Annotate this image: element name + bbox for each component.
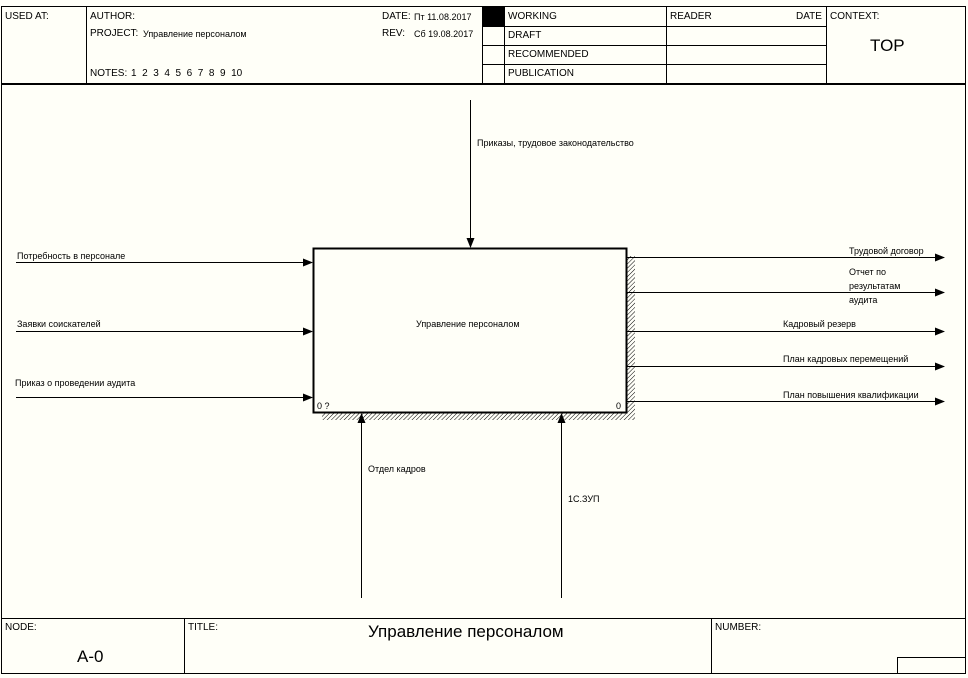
used-at-label: USED AT:	[5, 11, 49, 22]
status-working-marker	[483, 7, 504, 26]
input-label: Заявки соискателей	[17, 319, 101, 329]
reader-label: READER	[670, 11, 712, 22]
context-value: TOP	[870, 36, 905, 55]
header-divider	[826, 6, 827, 84]
footer-number-box	[897, 657, 965, 674]
date-value: Пт 11.08.2017	[414, 12, 472, 22]
footer-divider	[711, 618, 712, 674]
context-label: CONTEXT:	[830, 11, 880, 22]
rev-value: Сб 19.08.2017	[414, 29, 474, 39]
footer-frame	[1, 618, 966, 674]
input-label: Приказ о проведении аудита	[15, 378, 136, 388]
notes-values: 1 2 3 4 5 6 7 8 9 10	[131, 68, 243, 79]
activity-number: 0	[616, 401, 622, 411]
author-label: AUTHOR:	[90, 11, 135, 22]
footer-divider	[184, 618, 185, 674]
input-label: Потребность в персонале	[17, 251, 126, 261]
control-label: Приказы, трудовое законодательство	[477, 138, 634, 148]
header-divider	[86, 6, 87, 84]
header-frame	[1, 6, 966, 84]
activity-box[interactable]	[312, 247, 628, 414]
number-label: NUMBER:	[715, 622, 762, 633]
reader-date-label: DATE	[796, 11, 822, 22]
title-value: Управление персоналом	[368, 622, 564, 641]
status-working: WORKING	[508, 11, 557, 22]
activity-shadow-right	[627, 256, 635, 420]
output-label: Кадровый резерв	[783, 319, 856, 329]
activity-name: Управление персоналом	[416, 319, 520, 329]
status-recommended: RECOMMENDED	[508, 49, 589, 60]
date-label: DATE:	[382, 11, 411, 22]
status-draft: DRAFT	[508, 30, 542, 41]
rev-label: REV:	[382, 28, 405, 39]
mechanism-label: 1С.ЗУП	[568, 494, 600, 504]
output-label: Трудовой договор	[849, 246, 924, 256]
title-label: TITLE:	[188, 622, 219, 633]
node-value: A-0	[77, 647, 104, 666]
output-label: План повышения квалификации	[783, 390, 919, 400]
status-publication: PUBLICATION	[508, 68, 574, 79]
project-label: PROJECT:	[90, 28, 139, 39]
header-divider	[482, 45, 826, 46]
mechanism-label: Отдел кадров	[368, 464, 426, 474]
notes-label: NOTES:	[90, 68, 128, 79]
output-label: Отчет по результатам аудита	[849, 267, 901, 305]
project-value: Управление персоналом	[143, 29, 247, 39]
activity-shadow-bottom	[322, 412, 635, 420]
output-label: План кадровых перемещений	[783, 354, 909, 364]
header-divider	[482, 26, 826, 27]
activity-cost: 0 ?	[317, 401, 330, 411]
header-divider	[482, 64, 826, 65]
node-label: NODE:	[5, 622, 37, 633]
